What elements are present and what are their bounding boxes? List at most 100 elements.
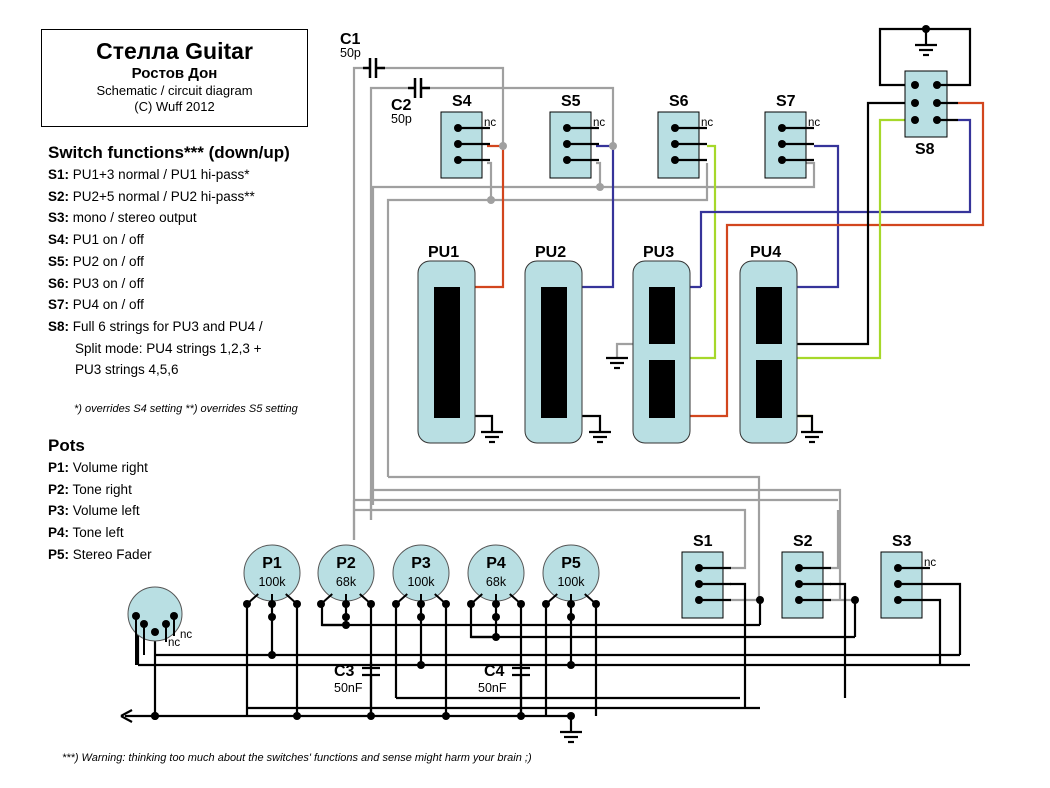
- junction-dot: [151, 712, 159, 720]
- legend-row: S3: mono / stereo output: [48, 207, 290, 229]
- legend-key: S5:: [48, 253, 70, 269]
- switch-legend-heading: Switch functions*** (down/up): [48, 143, 290, 162]
- pot-name: P5: [561, 555, 581, 572]
- nc-label: nc: [808, 117, 820, 129]
- pot-3[interactable]: [392, 544, 450, 621]
- switch-s8[interactable]: [904, 25, 958, 138]
- legend-key: P5:: [48, 546, 70, 562]
- c4-label: C4: [484, 663, 505, 680]
- junction-dot: [342, 621, 350, 629]
- switch-s5[interactable]: [549, 111, 599, 179]
- legend-continuation: Split mode: PU4 strings 1,2,3 +: [75, 340, 262, 356]
- colored-wires: [435, 101, 985, 418]
- legend-text: PU4 on / off: [72, 297, 144, 313]
- nc-label: nc: [701, 117, 713, 129]
- title-block: Стелла Guitar Ростов Дон Schematic / cir…: [41, 29, 308, 127]
- junction-dot: [756, 596, 764, 604]
- pickup-label: PU3: [643, 244, 674, 261]
- black-wires: [120, 27, 972, 732]
- legend-row: S5: PU2 on / off: [48, 251, 290, 273]
- legend-row: P1: Volume right: [48, 457, 152, 479]
- c4-value: 50nF: [478, 681, 507, 695]
- legend-key: S7:: [48, 297, 70, 313]
- legend-continuation: PU3 strings 4,5,6: [75, 362, 179, 378]
- pot-name: P4: [486, 555, 506, 572]
- title-copyright: (C) Wuff 2012: [134, 99, 215, 114]
- junction-dot: [442, 712, 450, 720]
- legend-row: S7: PU4 on / off: [48, 294, 290, 316]
- legend-row: P5: Stereo Fader: [48, 544, 152, 566]
- legend-text: mono / stereo output: [72, 210, 197, 226]
- grey-wires: [352, 66, 855, 602]
- pot-4[interactable]: [467, 544, 525, 621]
- legend-key: P3:: [48, 503, 70, 519]
- ground-icon: [915, 43, 937, 57]
- legend-text: PU2+5 normal / PU2 hi-pass**: [72, 188, 255, 204]
- switch-s2[interactable]: [781, 551, 831, 619]
- legend-row: S1: PU1+3 normal / PU1 hi-pass*: [48, 164, 290, 186]
- switch-s6[interactable]: [657, 111, 707, 179]
- switch-legend: Switch functions*** (down/up) S1: PU1+3 …: [48, 142, 290, 381]
- ground-symbols: [481, 43, 937, 744]
- legend-text: PU3 on / off: [72, 275, 144, 291]
- pickup-label: PU2: [535, 244, 566, 261]
- ground-icon: [560, 730, 582, 744]
- legend-key: S3:: [48, 210, 70, 226]
- legend-text: Volume right: [72, 460, 148, 475]
- pot-2[interactable]: [317, 544, 375, 621]
- legend-key: S8:: [48, 318, 70, 334]
- junction-dot: [517, 712, 525, 720]
- pickup-1[interactable]: [417, 260, 476, 444]
- pot-value: 100k: [557, 575, 585, 589]
- pickup-3[interactable]: [632, 260, 691, 444]
- legend-key: P1:: [48, 460, 70, 475]
- pot-value: 100k: [258, 575, 286, 589]
- legend-row: S6: PU3 on / off: [48, 273, 290, 295]
- pot-5[interactable]: [542, 544, 600, 621]
- legend-key: S6:: [48, 275, 70, 291]
- junction-dot: [851, 596, 859, 604]
- junction-dot: [492, 633, 500, 641]
- legend-text: PU1+3 normal / PU1 hi-pass*: [72, 167, 250, 182]
- pot-1[interactable]: [243, 544, 301, 621]
- capacitor-c4: [512, 666, 530, 677]
- nc-label: nc: [168, 637, 180, 649]
- nc-label: nc: [924, 557, 936, 569]
- legend-text: Tone left: [72, 525, 124, 541]
- c3-label: C3: [334, 663, 355, 680]
- pickup-label: PU4: [750, 244, 781, 261]
- legend-text: Stereo Fader: [72, 546, 152, 562]
- capacitor-c2: [408, 78, 430, 98]
- switch-s3[interactable]: [880, 551, 930, 619]
- s2-label: S2: [793, 533, 813, 550]
- ground-icon: [481, 430, 503, 444]
- grey-junction-dots: [487, 142, 617, 204]
- switch-s7[interactable]: [764, 111, 814, 179]
- legend-key: P2:: [48, 481, 70, 497]
- legend-text: PU2 on / off: [72, 253, 144, 269]
- c1-value: 50p: [340, 46, 361, 60]
- nc-label: nc: [593, 117, 605, 129]
- output-jack[interactable]: [127, 586, 183, 665]
- switch-s1[interactable]: [681, 551, 731, 619]
- override-footnote: *) overrides S4 setting **) overrides S5…: [74, 403, 298, 415]
- legend-text: PU1 on / off: [72, 232, 144, 248]
- nc-label: nc: [484, 117, 496, 129]
- s6-label: S6: [669, 93, 689, 110]
- junction-dot: [293, 712, 301, 720]
- pot-value: 100k: [407, 575, 435, 589]
- s4-label: S4: [452, 93, 472, 110]
- pickup-2[interactable]: [524, 260, 583, 444]
- legend-key: S2:: [48, 188, 70, 204]
- switch-s4[interactable]: [440, 111, 490, 179]
- pot-name: P3: [411, 555, 431, 572]
- pickup-4[interactable]: [739, 260, 798, 444]
- pot-name: P2: [336, 555, 356, 572]
- c3-value: 50nF: [334, 681, 363, 695]
- junction-dots: [151, 596, 859, 720]
- legend-row: S2: PU2+5 normal / PU2 hi-pass**: [48, 186, 290, 208]
- pickup-label: PU1: [428, 244, 459, 261]
- s1-label: S1: [693, 533, 713, 550]
